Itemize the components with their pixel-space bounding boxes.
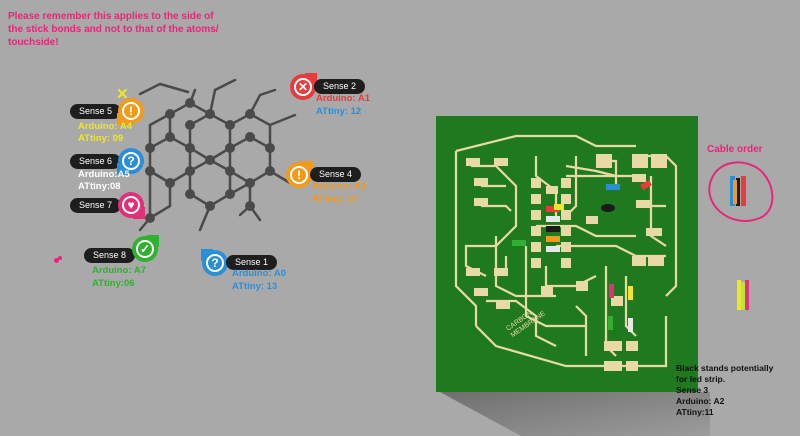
- sense-5-pin[interactable]: !: [117, 98, 144, 125]
- sense-7-pin[interactable]: ♥: [118, 192, 145, 219]
- sense-2-attiny: ATtiny: 12: [316, 106, 362, 117]
- sense-6-pin[interactable]: ?: [117, 148, 144, 175]
- question-icon: ?: [122, 152, 140, 170]
- sense-2-label: Sense 2: [314, 79, 366, 94]
- sense-4-pin[interactable]: !: [286, 161, 313, 188]
- sense-5-label: Sense 5: [70, 104, 122, 119]
- sense-8-arduino: Arduino: A7: [92, 265, 147, 276]
- pcb-shadow: [440, 392, 710, 436]
- exclamation-icon: !: [290, 166, 308, 184]
- sense-4-attiny: ATtiny: 10: [312, 194, 358, 205]
- heart-icon: ♥: [122, 196, 140, 214]
- sense-2-pin[interactable]: ✕: [290, 73, 317, 100]
- sense-4-arduino: Arduino: A3: [312, 181, 367, 192]
- sense-5-decor-yellow: ✕: [116, 86, 129, 103]
- sense-6-arduino: Arduino:A5: [78, 169, 130, 180]
- sense-1-attiny: ATtiny: 13: [232, 281, 278, 292]
- exclamation-icon: !: [122, 102, 140, 120]
- sense-6-attiny: ATtiny:08: [78, 181, 121, 192]
- molecule-lattice: [138, 78, 297, 232]
- led-strand-bundle: [737, 280, 749, 310]
- sense-1-pin[interactable]: ?: [201, 249, 228, 276]
- sense-4-label: Sense 4: [310, 167, 362, 182]
- pcb-board: CARBON MEMBRANE: [436, 116, 698, 392]
- question-icon: ?: [206, 254, 224, 272]
- sense-1-arduino: Arduino: A0: [232, 268, 287, 279]
- cable-order-loop: [708, 161, 774, 222]
- sense-7-label: Sense 7: [70, 198, 122, 213]
- sense-1-label: Sense 1: [226, 255, 278, 270]
- stray-dot: [58, 256, 62, 260]
- cable-order-title: Cable order: [707, 144, 763, 155]
- stray-dot: [54, 258, 59, 263]
- note-top: Please remember this applies to the side…: [8, 11, 219, 48]
- sense-5-attiny: ATtiny: 09: [78, 133, 124, 144]
- sense-6-label: Sense 6: [70, 154, 122, 169]
- bottom-note: Black stands potentially for led strip. …: [676, 363, 774, 417]
- check-icon: ✓: [136, 240, 154, 258]
- sense-2-arduino: Arduino: A1: [316, 93, 371, 104]
- sense-8-pin[interactable]: ✓: [132, 235, 159, 262]
- sense-8-attiny: ATtiny:06: [92, 278, 135, 289]
- close-icon: ✕: [294, 78, 312, 96]
- sense-8-label: Sense 8: [84, 248, 136, 263]
- sense-5-arduino: Arduino: A4: [78, 121, 133, 132]
